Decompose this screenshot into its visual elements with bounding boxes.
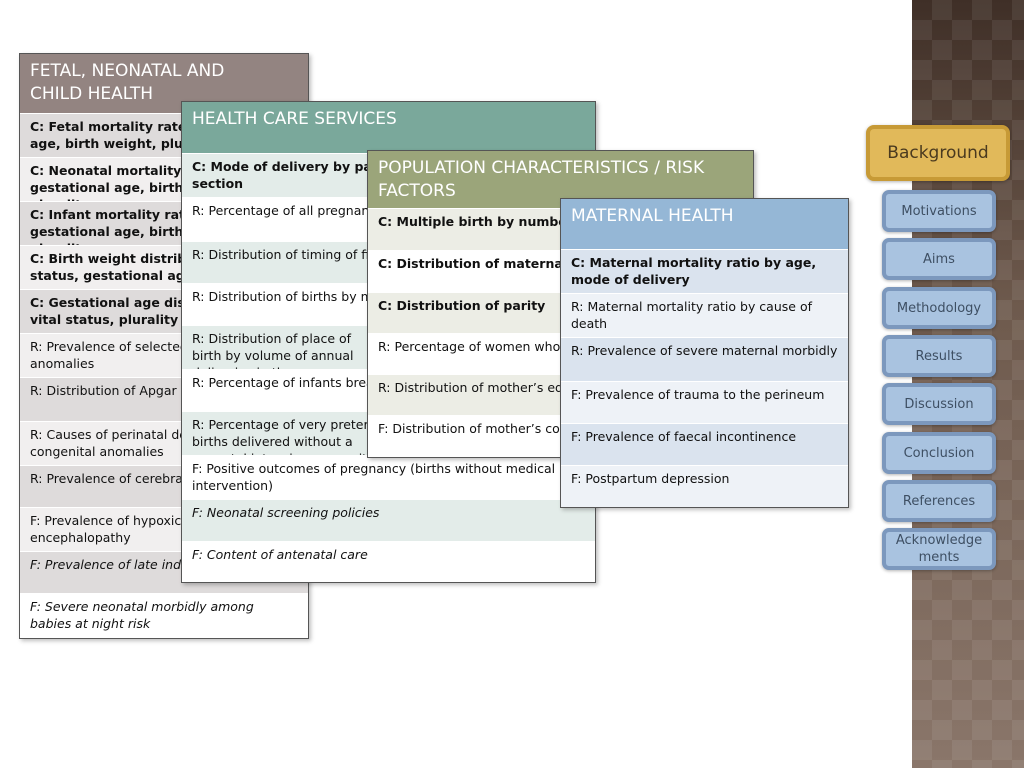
healthcare-row-8: F: Positive outcomes of pregnancy (birth…	[182, 455, 595, 499]
card-maternal-health: MATERNAL HEALTH C: Maternal mortality ra…	[560, 198, 849, 508]
nav-aims-button[interactable]: Aims	[882, 238, 996, 280]
fetal-row-12: F: Severe neonatal morbidly among babies…	[20, 593, 308, 637]
healthcare-row-10: F: Content of antenatal care	[182, 541, 595, 582]
nav-background-button[interactable]: Background	[866, 125, 1010, 181]
card-maternal-title: MATERNAL HEALTH	[561, 199, 848, 249]
healthcare-row-9: F: Neonatal screening policies	[182, 499, 595, 541]
card-healthcare-title: HEALTH CARE SERVICES	[182, 102, 595, 153]
nav-methodology-button[interactable]: Methodology	[882, 287, 996, 329]
maternal-row-5: F: Prevalence of faecal incontinence	[561, 423, 848, 465]
nav-discussion-button[interactable]: Discussion	[882, 383, 996, 425]
maternal-row-1: C: Maternal mortality ratio by age, mode…	[561, 249, 848, 293]
nav-conclusion-button[interactable]: Conclusion	[882, 432, 996, 474]
nav-motivations-button[interactable]: Motivations	[882, 190, 996, 232]
nav-acknowledgements-button[interactable]: Acknowledge ments	[882, 528, 996, 570]
maternal-row-2: R: Maternal mortality ratio by cause of …	[561, 293, 848, 337]
nav-results-button[interactable]: Results	[882, 335, 996, 377]
maternal-row-4: F: Prevalence of trauma to the perineum	[561, 381, 848, 423]
maternal-row-3: R: Prevalence of severe maternal morbidl…	[561, 337, 848, 381]
maternal-row-6: F: Postpartum depression	[561, 465, 848, 507]
nav-references-button[interactable]: References	[882, 480, 996, 522]
